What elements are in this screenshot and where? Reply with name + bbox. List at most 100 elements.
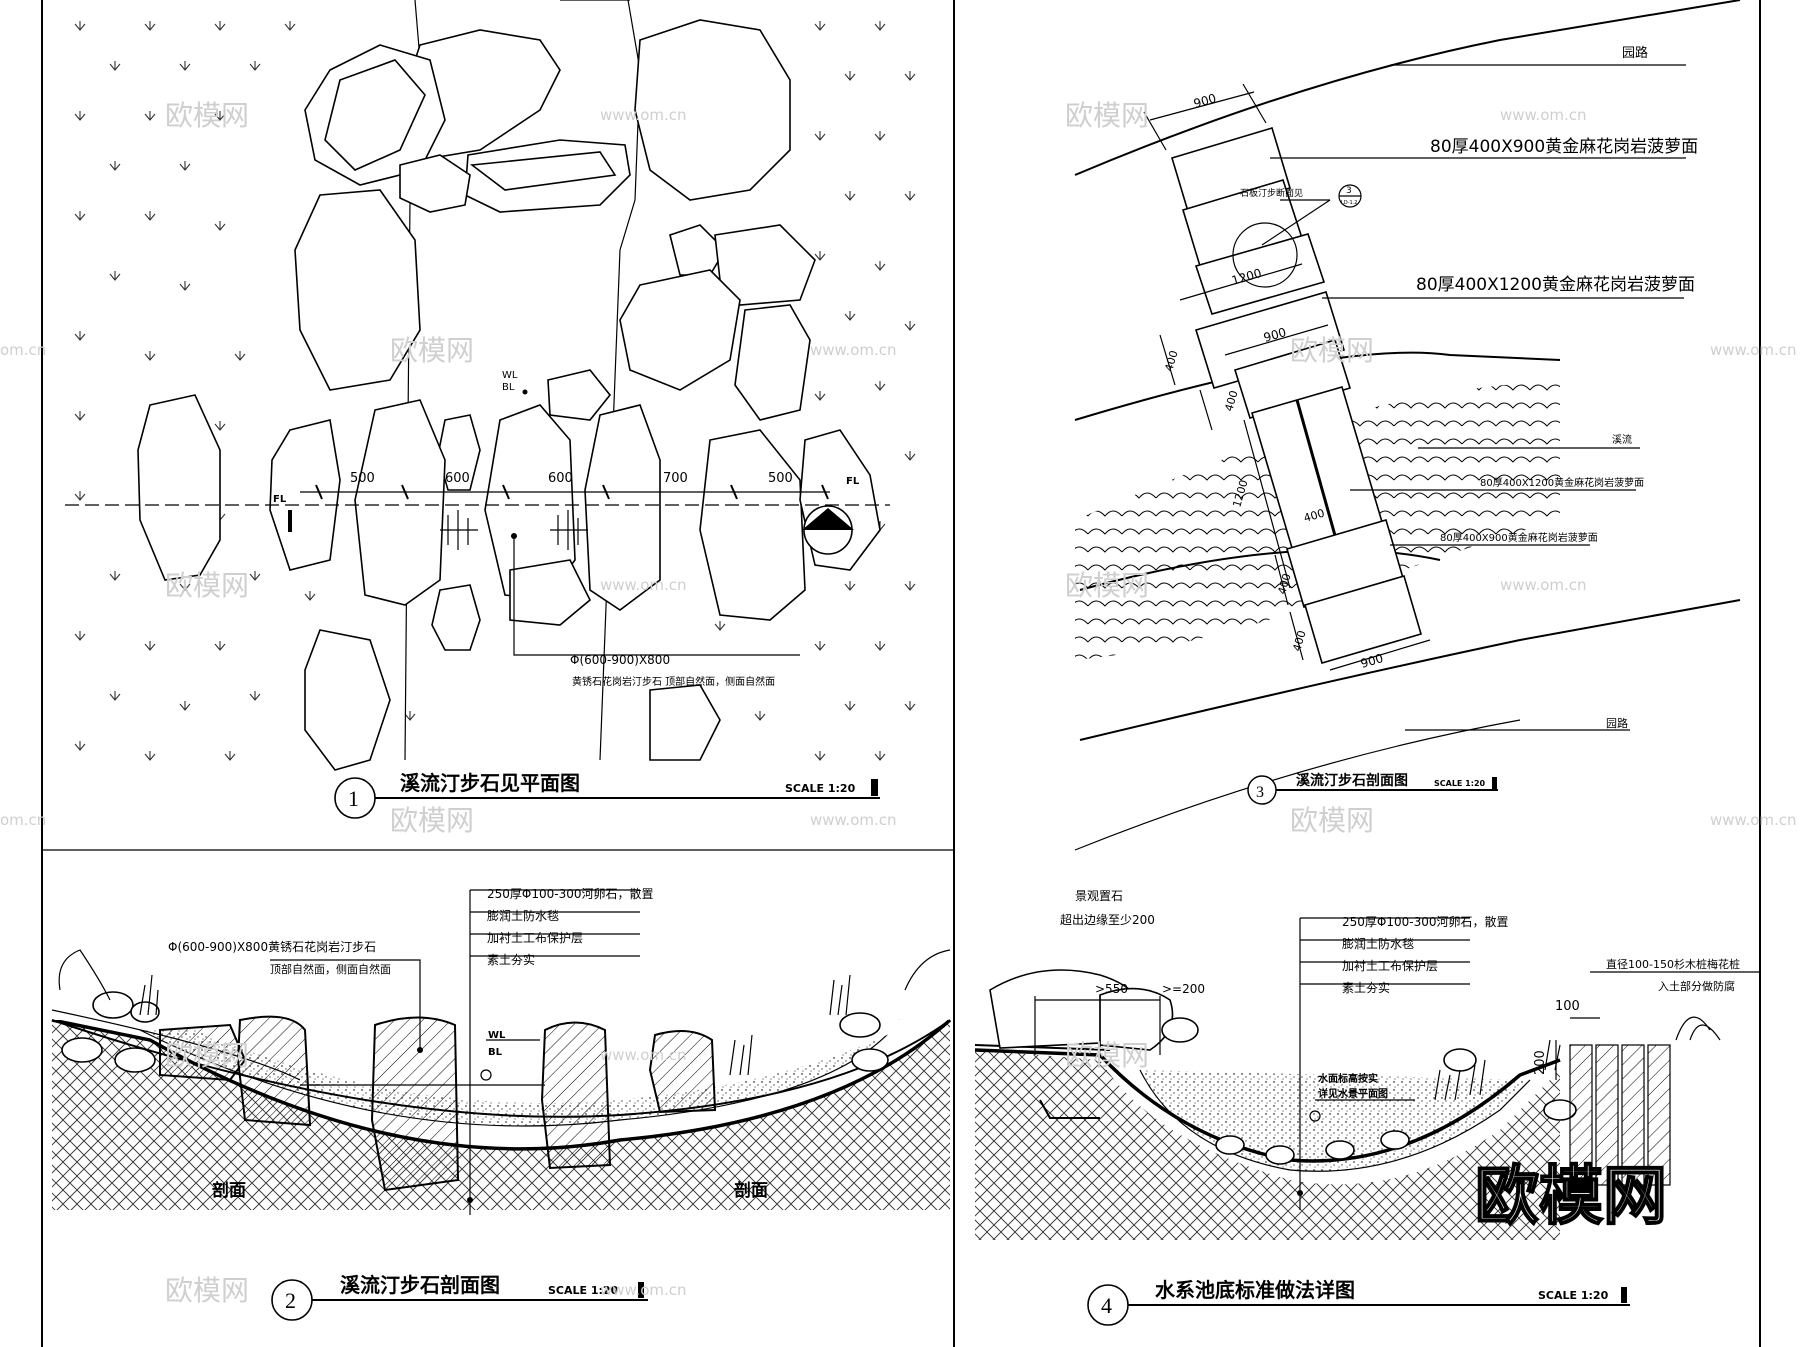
plan-dim-3: 600 (548, 471, 573, 486)
drawing-1-number: 1 (348, 786, 359, 811)
svg-text:欧模网: 欧模网 (165, 569, 249, 602)
drawing-2-title: 溪流汀步石剖面图 (340, 1273, 500, 1297)
drawing-2-section: Φ(600-900)X800黄锈石花岗岩汀步石 顶部自然面，侧面自然面 250厚… (51, 886, 952, 1321)
section-label-left: 剖面 (212, 1180, 246, 1201)
dim-900-top: 900 (1192, 91, 1218, 111)
drawing-4-scale: SCALE 1:20 (1538, 1289, 1609, 1302)
sheet-frame (41, 0, 1761, 1347)
callout-ref-text: 石板汀步断面见 (1240, 187, 1303, 199)
svg-text:欧模网: 欧模网 (390, 334, 474, 367)
dim-400-a: 400 (1162, 349, 1180, 373)
callout-ref-sheet: LD-1.2 (1341, 200, 1357, 206)
drawing-4-number: 4 (1101, 1293, 1112, 1318)
road-label-top: 园路 (1622, 45, 1648, 61)
section-stone-finish: 顶部自然面，侧面自然面 (270, 962, 391, 976)
stepping-slabs (1171, 127, 1422, 664)
plan-stones (137, 19, 881, 771)
road-label-bottom: 园路 (1606, 717, 1628, 730)
svg-text:www.om.cn: www.om.cn (600, 576, 687, 594)
detail-water-level: 水面标高按实 (1317, 1072, 1378, 1085)
stream-label: 溪流 (1612, 433, 1632, 446)
svg-text:www.om.cn: www.om.cn (1500, 106, 1587, 124)
section-level-wl: WL (488, 1030, 506, 1041)
svg-text:欧模网: 欧模网 (165, 1039, 249, 1072)
svg-text:www.om.cn: www.om.cn (600, 1281, 687, 1299)
svg-text:www.om.cn: www.om.cn (810, 341, 897, 359)
plan-note-material: 黄锈石花岗岩汀步石 顶部自然面，侧面自然面 (572, 675, 775, 688)
svg-text:2: 2 (822, 520, 830, 533)
section-layer-1: 250厚Φ100-300河卵石，散置 (487, 886, 654, 901)
svg-text:欧模网: 欧模网 (1290, 334, 1374, 367)
drawing-1-scale: SCALE 1:20 (785, 782, 856, 795)
plan-dim-5: 500 (768, 471, 793, 486)
drawing-2-number: 2 (285, 1288, 296, 1313)
dim-400-c: 400 (1275, 572, 1293, 596)
drawing-3-number: 3 (1256, 784, 1264, 801)
plan-note-size: Φ(600-900)X800 (570, 653, 670, 667)
detail-water-ref: 详见水景平面图 (1318, 1087, 1388, 1100)
callout-400x1200-top: 80厚400X1200黄金麻花岗岩菠萝面 (1416, 275, 1695, 295)
plan-level-wl: WL (502, 370, 518, 381)
plan-flow-marks (440, 510, 588, 550)
section-layer-3: 加衬土工布保护层 (487, 931, 583, 945)
section-pebbles (61, 991, 889, 1073)
plan-dim-1: 500 (350, 471, 375, 486)
detail-dim-200v: 200 (1533, 1050, 1548, 1075)
svg-text:om.cn: om.cn (0, 341, 46, 359)
section-stone-note: Φ(600-900)X800黄锈石花岗岩汀步石 (168, 939, 376, 954)
timber-piles (1569, 1044, 1671, 1186)
drawing-3-scale: SCALE 1:20 (1434, 779, 1486, 788)
section-marker-2: 2 (802, 505, 854, 555)
detail-dim-100: 100 (1555, 999, 1580, 1014)
plan-dim-2: 600 (445, 471, 470, 486)
detail-layer-3: 加衬土工布保护层 (1342, 959, 1438, 973)
svg-text:欧模网: 欧模网 (1065, 1039, 1149, 1072)
detail-pile-treatment: 入土部分做防腐 (1658, 979, 1735, 993)
plan-dim-4: 700 (663, 471, 688, 486)
section-layer-4: 素土夯实 (487, 952, 535, 967)
slab-dimensions (1143, 83, 1431, 671)
dim-900-bottom: 900 (1359, 651, 1385, 671)
svg-text:www.om.cn: www.om.cn (1500, 576, 1587, 594)
detail-dim-550: >550 (1095, 982, 1128, 996)
section-label-right: 剖面 (734, 1180, 768, 1201)
detail-layer-4: 素土夯实 (1342, 980, 1390, 995)
watermarks: 欧模网 www.om.cn 欧模网 www.om.cn om.cn 欧模网 ww… (0, 99, 1797, 1307)
svg-text:欧模网: 欧模网 (390, 804, 474, 837)
drawing-1-plan: WL BL 500 600 600 700 500 FL FL 2 (65, 0, 916, 819)
section-stones (159, 1015, 717, 1192)
svg-text:www.om.cn: www.om.cn (810, 811, 897, 829)
plan-fl-right: FL (846, 476, 860, 487)
section-level-bl: BL (488, 1047, 503, 1058)
detail-layer-2: 膨润土防水毯 (1342, 936, 1414, 951)
drawing-4-title: 水系池底标准做法详图 (1155, 1278, 1355, 1302)
dim-400-b: 400 (1222, 389, 1240, 413)
svg-text:www.om.cn: www.om.cn (600, 106, 687, 124)
svg-text:欧模网: 欧模网 (1065, 569, 1149, 602)
detail-rock-note: 景观置石 (1075, 889, 1123, 903)
drawing-1-title: 溪流汀步石见平面图 (400, 771, 580, 795)
plan-level-bl: BL (502, 382, 515, 393)
section-layer-2: 膨润土防水毯 (487, 908, 559, 923)
svg-text:www.om.cn: www.om.cn (600, 1046, 687, 1064)
detail-rock-extend: 超出边缘至少200 (1060, 912, 1155, 927)
section-plants (139, 974, 851, 1076)
callout-400x900-bottom: 80厚400X900黄金麻花岗岩菠萝面 (1440, 531, 1598, 544)
drawing-2-scale: SCALE 1:20 (548, 1284, 619, 1297)
callout-400x1200-mid: 80厚400X1200黄金麻花岗岩菠萝面 (1480, 476, 1644, 489)
plan-fl-left: FL (273, 494, 287, 505)
svg-text:欧模网: 欧模网 (165, 1274, 249, 1307)
plan-dimension-ticks (315, 484, 829, 500)
detail-dim-200: >=200 (1162, 982, 1205, 996)
callout-400x900-top: 80厚400X900黄金麻花岗岩菠萝面 (1430, 137, 1698, 157)
svg-text:欧模网: 欧模网 (1475, 1160, 1667, 1234)
dim-400-inner: 400 (1302, 507, 1326, 525)
drawing-4-detail: 景观置石 超出边缘至少200 >550 >=200 250厚Φ100-300河卵… (974, 889, 1760, 1326)
dim-400-d: 400 (1290, 629, 1308, 653)
dim-900-mid: 900 (1262, 325, 1288, 345)
detail-layer-1: 250厚Φ100-300河卵石，散置 (1342, 914, 1509, 929)
detail-pile-note: 直径100-150杉木桩梅花桩 (1606, 957, 1740, 971)
svg-text:欧模网: 欧模网 (1065, 99, 1149, 132)
svg-text:om.cn: om.cn (0, 811, 46, 829)
